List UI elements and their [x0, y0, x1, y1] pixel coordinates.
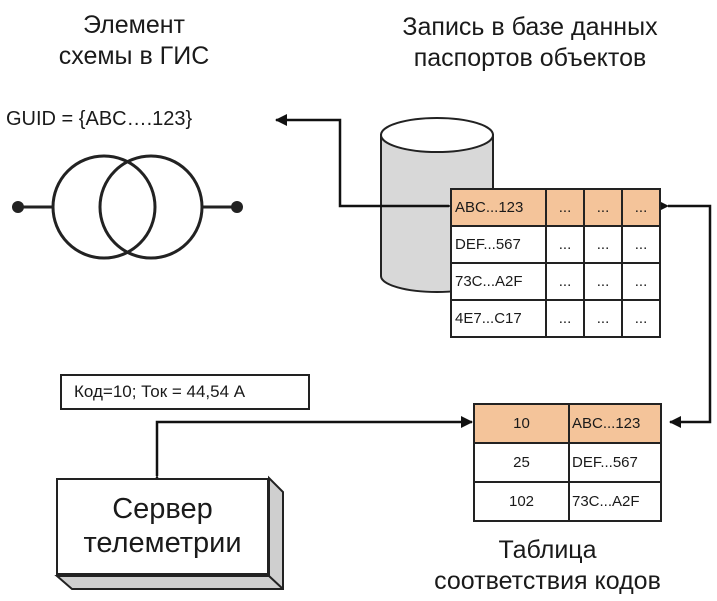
db-cell: ...: [621, 262, 661, 301]
code-table-label: Таблица соответствия кодов: [400, 535, 695, 597]
code-table-row: 25 DEF...567: [473, 442, 662, 483]
db-record-label: Запись в базе данных паспортов объектов: [360, 12, 700, 74]
server-label-line2: телеметрии: [83, 527, 242, 559]
db-cell: ...: [545, 299, 585, 338]
db-table-row: DEF...567 ... ... ...: [450, 225, 661, 264]
code-table-row: 102 73C...A2F: [473, 481, 662, 522]
db-cell-guid: 4E7...C17: [450, 299, 547, 338]
code-table-label-line1: Таблица: [498, 536, 597, 564]
db-record-table: ABC...123 ... ... ... DEF...567 ... ... …: [450, 188, 661, 338]
transformer-symbol-icon: [12, 154, 243, 260]
db-cell: ...: [583, 188, 623, 227]
code-table-row: 10 ABC...123: [473, 403, 662, 444]
db-cell: ...: [583, 225, 623, 264]
db-cell-guid: ABC...123: [450, 188, 547, 227]
db-table-row: ABC...123 ... ... ...: [450, 188, 661, 227]
code-cell: 25: [473, 442, 570, 483]
code-correspondence-table: 10 ABC...123 25 DEF...567 102 73C...A2F: [473, 403, 662, 522]
connector-server-code: [151, 416, 473, 487]
code-table-label-line2: соответствия кодов: [434, 567, 661, 595]
gis-element-label: Элемент схемы в ГИС: [14, 10, 254, 72]
code-cell: 10: [473, 403, 570, 444]
db-record-label-line1: Запись в базе данных: [402, 13, 658, 41]
db-cell: ...: [545, 225, 585, 264]
server-label-line1: Сервер: [112, 493, 213, 525]
db-table-row: 73C...A2F ... ... ...: [450, 262, 661, 301]
db-cell: ...: [545, 188, 585, 227]
server-box-shadow: [54, 475, 284, 590]
db-cell: ...: [545, 262, 585, 301]
db-record-label-line2: паспортов объектов: [413, 44, 647, 72]
code-guid-cell: DEF...567: [568, 442, 662, 483]
connector-guid-db: [275, 114, 460, 212]
db-cell-guid: DEF...567: [450, 225, 547, 264]
connector-code-db: [657, 200, 712, 428]
db-cell: ...: [621, 299, 661, 338]
code-guid-cell: 73C...A2F: [568, 481, 662, 522]
code-cell: 102: [473, 481, 570, 522]
gis-element-label-line2: схемы в ГИС: [58, 42, 210, 70]
db-cell: ...: [583, 299, 623, 338]
code-guid-cell: ABC...123: [568, 403, 662, 444]
db-table-row: 4E7...C17 ... ... ...: [450, 299, 661, 338]
db-cell: ...: [621, 188, 661, 227]
telemetry-server-box: Сервер телеметрии: [56, 478, 269, 575]
db-cell: ...: [621, 225, 661, 264]
telemetry-message-box: Код=10; Ток = 44,54 А: [60, 374, 310, 410]
gis-element-label-line1: Элемент: [83, 11, 185, 39]
guid-text: GUID = {ABC….123}: [6, 108, 193, 130]
db-cell-guid: 73C...A2F: [450, 262, 547, 301]
db-cell: ...: [583, 262, 623, 301]
